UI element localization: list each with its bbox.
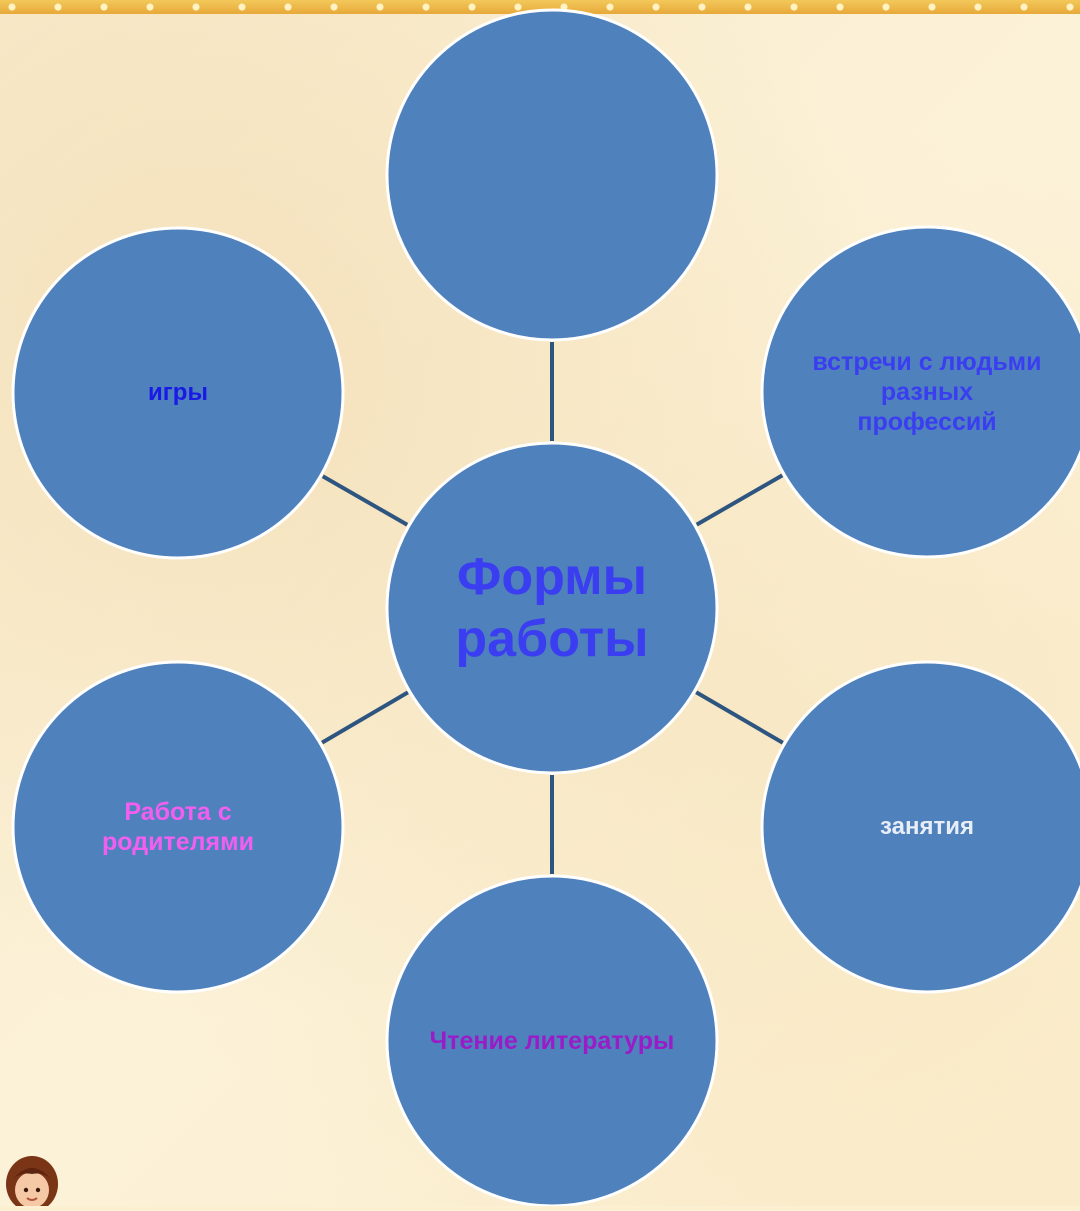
center-circle [385,441,719,775]
connector-bottom-left [321,690,409,745]
circle-top-left [11,226,345,560]
circle-label-bottom: Чтение литературы [429,1027,675,1055]
circle-label-bottom-left: Работа с родителями [102,798,254,856]
circle-label-top-right: встречи с людьми разных профессий [812,348,1042,436]
circle-label-top-left: игры [148,378,208,406]
circle-bottom-right [760,660,1080,994]
character-avatar-icon [0,1148,62,1211]
circle-bottom [385,874,719,1206]
circle-top [385,8,719,342]
top-decorative-border [0,0,1080,14]
center-label: Формы работы [455,547,649,668]
connector-top-left [321,474,409,527]
circle-label-bottom-right: занятия [880,812,974,840]
circle-top-right [760,225,1080,559]
connector-top-right [695,473,784,527]
connector-bottom-right [695,690,784,745]
circle-label-top [422,10,682,340]
circle-bottom-left [11,660,345,994]
